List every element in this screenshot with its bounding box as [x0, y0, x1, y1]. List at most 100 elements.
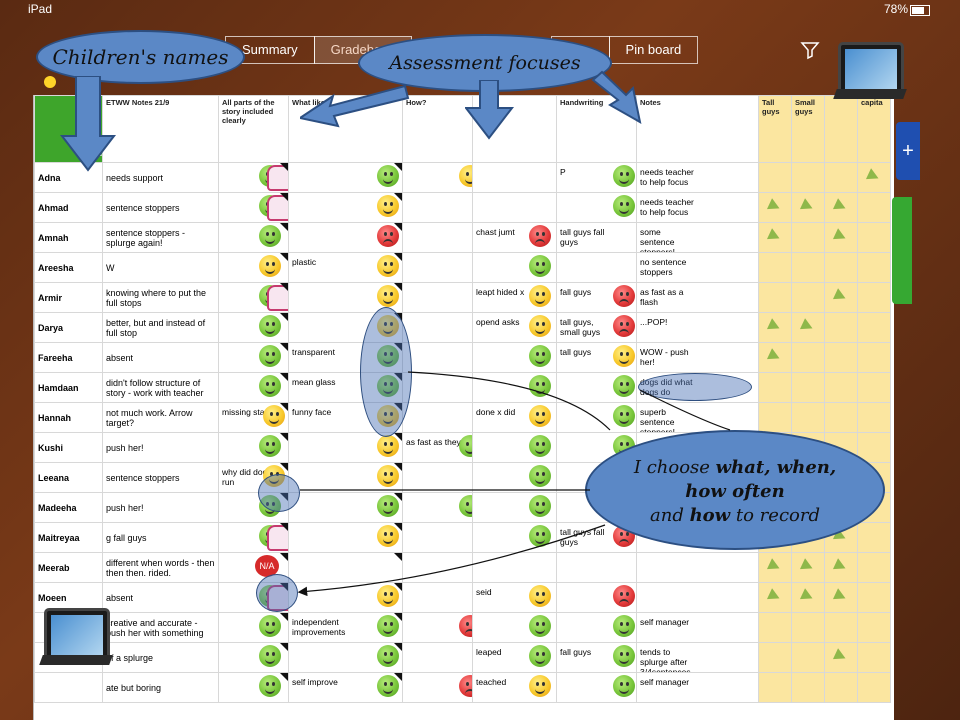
smiley-face-icon[interactable] — [459, 615, 472, 637]
smiley-face-icon[interactable] — [529, 255, 551, 277]
smiley-face-icon[interactable] — [377, 495, 399, 517]
grade-cell-c3[interactable] — [288, 642, 403, 673]
grade-cell-notes[interactable]: self manager — [636, 612, 759, 643]
note-cell[interactable]: knowing where to put the full stops — [102, 282, 219, 313]
group-cell[interactable] — [791, 312, 825, 343]
group-cell[interactable] — [791, 192, 825, 223]
group-cell[interactable] — [824, 582, 858, 613]
grade-cell-c4[interactable] — [402, 582, 473, 613]
grade-cell-c5[interactable] — [472, 612, 557, 643]
grade-cell-c5[interactable] — [472, 342, 557, 373]
grade-cell-c2[interactable] — [218, 162, 289, 193]
student-name[interactable]: Areesha — [34, 252, 103, 283]
group-cell[interactable] — [758, 672, 792, 703]
smiley-face-icon[interactable] — [529, 495, 551, 517]
grade-cell-c2[interactable] — [218, 432, 289, 463]
group-cell[interactable] — [857, 312, 891, 343]
student-name[interactable] — [34, 672, 103, 703]
group-cell[interactable] — [791, 342, 825, 373]
smiley-face-icon[interactable] — [263, 405, 285, 427]
group-cell[interactable] — [857, 282, 891, 313]
smiley-face-icon[interactable] — [529, 525, 551, 547]
column-header[interactable]: ETWW Notes 21/9 — [102, 95, 219, 163]
student-name[interactable]: Kushi — [34, 432, 103, 463]
smiley-face-icon[interactable] — [259, 645, 281, 667]
smiley-face-icon[interactable] — [377, 195, 399, 217]
group-cell[interactable] — [824, 372, 858, 403]
grade-cell-c5[interactable]: chast jumt — [472, 222, 557, 253]
hand-icon[interactable] — [267, 195, 288, 221]
column-header[interactable]: Small guys — [791, 95, 825, 163]
smiley-face-icon[interactable] — [529, 375, 551, 397]
grade-cell-c3[interactable] — [288, 582, 403, 613]
group-cell[interactable] — [824, 312, 858, 343]
note-cell[interactable]: different when words - then then then. r… — [102, 552, 219, 583]
note-cell[interactable]: of a splurge — [102, 642, 219, 673]
smiley-face-icon[interactable] — [529, 585, 551, 607]
column-header[interactable]: Notes — [636, 95, 759, 163]
grade-cell-notes[interactable]: WOW - push her! — [636, 342, 759, 373]
note-cell[interactable]: push her! — [102, 432, 219, 463]
grade-cell-notes[interactable]: self manager — [636, 672, 759, 703]
group-cell[interactable] — [791, 372, 825, 403]
group-cell[interactable] — [758, 582, 792, 613]
group-cell[interactable] — [758, 402, 792, 433]
grade-cell-hw[interactable] — [556, 612, 637, 643]
group-cell[interactable] — [857, 372, 891, 403]
smiley-face-icon[interactable] — [459, 165, 472, 187]
smiley-face-icon[interactable] — [259, 615, 281, 637]
grade-cell-c5[interactable] — [472, 432, 557, 463]
grade-cell-c5[interactable]: done x did — [472, 402, 557, 433]
group-cell[interactable] — [791, 642, 825, 673]
group-cell[interactable] — [791, 582, 825, 613]
smiley-face-icon[interactable] — [259, 435, 281, 457]
group-cell[interactable] — [791, 402, 825, 433]
grade-cell-c3[interactable] — [288, 462, 403, 493]
student-name[interactable]: Hannah — [34, 402, 103, 433]
smiley-face-icon[interactable] — [377, 225, 399, 247]
grade-cell-c3[interactable] — [288, 282, 403, 313]
column-header[interactable]: Tall guys — [758, 95, 792, 163]
smiley-face-icon[interactable] — [259, 675, 281, 697]
column-header[interactable]: How? — [402, 95, 473, 163]
grade-cell-c5[interactable] — [472, 372, 557, 403]
grade-cell-c3[interactable] — [288, 492, 403, 523]
column-header[interactable]: capita — [857, 95, 891, 163]
grade-cell-notes[interactable]: some sentence stoppers! — [636, 222, 759, 253]
grade-cell-c4[interactable] — [402, 522, 473, 553]
group-cell[interactable] — [791, 672, 825, 703]
grade-cell-c2[interactable] — [218, 192, 289, 223]
group-cell[interactable] — [857, 612, 891, 643]
group-cell[interactable] — [758, 342, 792, 373]
grade-cell-c3[interactable] — [288, 222, 403, 253]
smiley-face-icon[interactable] — [259, 315, 281, 337]
note-cell[interactable]: absent — [102, 582, 219, 613]
student-name[interactable]: Madeeha — [34, 492, 103, 523]
grade-cell-c5[interactable] — [472, 522, 557, 553]
grade-cell-notes[interactable]: ...POP! — [636, 312, 759, 343]
smiley-face-icon[interactable] — [259, 375, 281, 397]
grade-cell-c5[interactable] — [472, 192, 557, 223]
note-cell[interactable]: W — [102, 252, 219, 283]
grade-cell-c5[interactable] — [472, 162, 557, 193]
grade-cell-hw[interactable]: P — [556, 162, 637, 193]
note-cell[interactable]: sentence stoppers - splurge again! — [102, 222, 219, 253]
smiley-face-icon[interactable] — [529, 465, 551, 487]
grade-cell-hw[interactable] — [556, 582, 637, 613]
grade-cell-c5[interactable]: leapt hided x — [472, 282, 557, 313]
group-cell[interactable] — [824, 642, 858, 673]
grade-cell-c3[interactable] — [288, 432, 403, 463]
grade-cell-notes[interactable]: needs teacher to help focus — [636, 162, 759, 193]
smiley-face-icon[interactable] — [529, 645, 551, 667]
group-cell[interactable] — [824, 192, 858, 223]
grade-cell-c2[interactable] — [218, 282, 289, 313]
group-cell[interactable] — [824, 282, 858, 313]
grade-cell-notes[interactable]: no sentence stoppers — [636, 252, 759, 283]
group-cell[interactable] — [758, 612, 792, 643]
grade-cell-c4[interactable] — [402, 252, 473, 283]
student-name[interactable]: Meerab — [34, 552, 103, 583]
smiley-face-icon[interactable] — [377, 645, 399, 667]
add-button[interactable]: + — [896, 122, 920, 180]
group-cell[interactable] — [824, 552, 858, 583]
group-cell[interactable] — [857, 582, 891, 613]
